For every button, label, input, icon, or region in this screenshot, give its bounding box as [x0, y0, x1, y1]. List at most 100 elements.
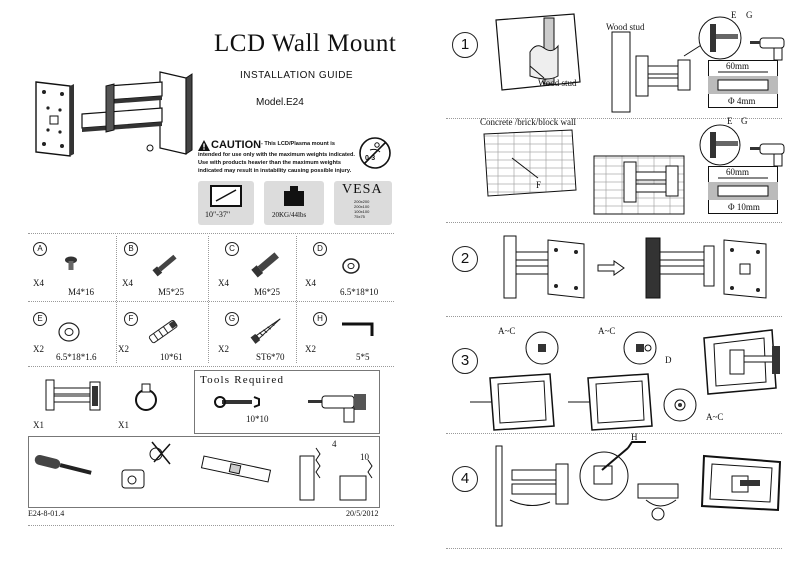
- part-d-letter: D: [313, 242, 327, 256]
- part-g-qty: X2: [218, 344, 229, 354]
- part-h-qty: X2: [305, 344, 316, 354]
- divider-bottom: [28, 525, 394, 526]
- wood-stud-wall-illustration: [495, 13, 581, 91]
- tool-illustrations-box: [28, 436, 380, 508]
- tools-box: [194, 370, 380, 434]
- part-c-qty: X4: [218, 278, 229, 288]
- washer-d-icon: [342, 258, 360, 274]
- detail-circle-a: [525, 331, 559, 365]
- mount-on-stud-illustration: [611, 31, 707, 113]
- tools-heading: Tools Required: [200, 374, 285, 386]
- divider-col2: [208, 236, 209, 363]
- age-badge: 0-3: [365, 155, 376, 162]
- part-e-qty: X2: [33, 344, 44, 354]
- part-b-qty: X4: [122, 278, 133, 288]
- part-f-size: 10*61: [160, 352, 183, 362]
- mount-on-brick-illustration: [593, 155, 685, 215]
- hex-key-detail-illustration: [579, 441, 679, 521]
- part-a-qty: X4: [33, 278, 44, 288]
- extra-part-2-qty: X1: [118, 420, 129, 430]
- drill-bit-large-size: 10: [360, 452, 369, 462]
- part-c-size: M6*25: [254, 287, 281, 297]
- tv-final-illustration: [700, 454, 782, 512]
- divider-col1: [116, 236, 117, 363]
- step-divider-1: [446, 118, 782, 119]
- step-2-number: 2: [452, 246, 478, 272]
- part-d-size: 6.5*18*10: [340, 287, 379, 297]
- step1-depth: 60mm: [726, 61, 750, 71]
- divider-col3: [296, 236, 297, 363]
- max-load-spec: 20KG/44lbs: [264, 181, 324, 225]
- step-1-number: 1: [452, 32, 478, 58]
- tv-side-mount-illustration: [495, 445, 569, 527]
- part-b-size: M5*25: [158, 287, 185, 297]
- tape-measure-icon: [121, 441, 171, 489]
- part-g-letter: G: [225, 312, 239, 326]
- tv-back-illustration-1: [470, 373, 555, 431]
- detail-circle-c: [663, 388, 697, 422]
- step3-label-ac-3: A~C: [706, 412, 724, 422]
- part-b-letter: B: [124, 242, 138, 256]
- anchor-detail-circle: [699, 124, 741, 166]
- anchor-f-icon: [148, 319, 178, 344]
- screw-a-icon: [65, 256, 77, 270]
- concrete-wall-label: Concrete /brick/block wall: [480, 117, 576, 127]
- monitor-icon: [210, 185, 242, 207]
- drill-step1b-icon: [750, 143, 785, 167]
- drill-icon: [308, 394, 366, 423]
- step-divider-4: [446, 433, 782, 434]
- drill-step1-icon: [750, 37, 785, 61]
- drill-bits-icon: [299, 447, 373, 501]
- arrow-right-icon: [597, 260, 625, 276]
- level-icon: [200, 455, 272, 483]
- page-title: LCD Wall Mount: [214, 30, 397, 57]
- caution-text-2: intended for use only with the maximum w…: [198, 152, 355, 158]
- part-f-qty: X2: [118, 344, 129, 354]
- part-e-letter: E: [33, 312, 47, 326]
- step3-label-ac-2: A~C: [598, 326, 616, 336]
- document-code: E24-8-01.4: [28, 509, 65, 518]
- divider-top: [28, 233, 394, 234]
- tv-back-illustration-2: [568, 373, 653, 431]
- warning-triangle-icon: [198, 140, 210, 151]
- vesa-title: VESA: [342, 182, 383, 197]
- part-c-letter: C: [225, 242, 239, 256]
- part-f-letter: F: [124, 312, 138, 326]
- vesa-value-2: 200x100: [354, 204, 370, 209]
- brick-wall-illustration: [483, 129, 577, 197]
- screen-size-spec: 10"-37": [198, 181, 254, 225]
- step1b-label-e: E: [727, 116, 733, 126]
- part-a-letter: A: [33, 242, 47, 256]
- screen-size-label: 10"-37": [205, 210, 231, 219]
- max-load-label: 20KG/44lbs: [272, 211, 307, 219]
- vesa-spec: VESA 200x200 200x100 100x100 75x75: [334, 181, 392, 225]
- step1b-depth: 60mm: [726, 167, 750, 177]
- screwdriver-icon: [34, 454, 92, 475]
- detail-circle-b: [623, 331, 657, 365]
- part-d-qty: X4: [305, 278, 316, 288]
- wood-stud-label-b: Wood stud: [606, 22, 645, 32]
- part-h-size: 5*5: [356, 352, 370, 362]
- wall-mount-illustration: [35, 71, 193, 157]
- mount-folded-illustration: [503, 235, 585, 299]
- document-date: 20/5/2012: [346, 509, 379, 518]
- step3-label-d: D: [665, 355, 672, 365]
- cable-clip-icon: [135, 383, 157, 411]
- vesa-value-1: 200x200: [354, 199, 370, 204]
- wood-stud-label-a: Wood stud: [538, 78, 577, 88]
- washer-e-icon: [58, 322, 80, 342]
- weight-icon: [284, 186, 304, 206]
- step1b-label-f: F: [536, 180, 542, 190]
- hole-depth-diagram-2: [708, 177, 778, 200]
- step-3-number: 3: [452, 348, 478, 374]
- vesa-value-3: 100x100: [354, 209, 370, 214]
- no-children-icon: [359, 137, 391, 169]
- wrench-icon: [214, 396, 260, 408]
- step-divider-5: [446, 548, 782, 549]
- caution-text-1: - This LCD/Plasma mount is: [261, 141, 335, 147]
- step-4-number: 4: [452, 466, 478, 492]
- hole-depth-diagram-1: [708, 71, 778, 94]
- lag-bolt-g-icon: [250, 318, 281, 344]
- extra-part-1-qty: X1: [33, 420, 44, 430]
- tv-mounted-back-illustration: [703, 329, 780, 395]
